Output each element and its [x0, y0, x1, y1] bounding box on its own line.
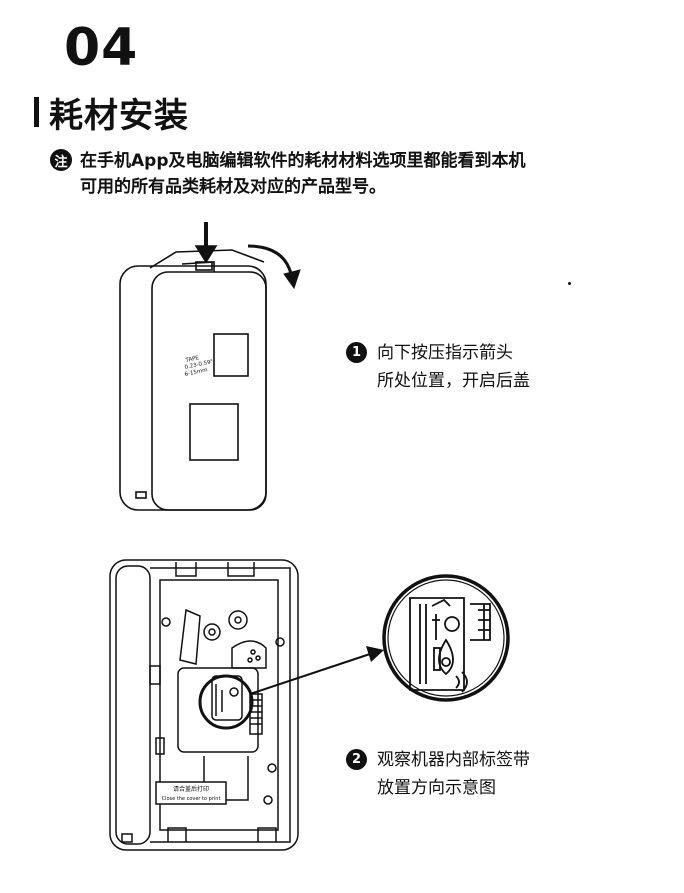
device-closed-illustration: [119, 222, 301, 511]
note-line-2: 可用的所有品类耗材及对应的产品型号。: [80, 177, 386, 197]
inner-label-en: Close the cover to print: [162, 796, 221, 802]
step-2-badge: 2: [346, 749, 367, 770]
stray-dot: [568, 282, 571, 285]
note-text: 在手机App及电脑编辑软件的耗材材料选项里都能看到本机 可用的所有品类耗材及对应…: [80, 148, 526, 200]
step-1-line-2: 所处位置，开启后盖: [377, 371, 530, 391]
device-label-tape: TAPE: [184, 355, 200, 364]
note-badge: 注: [50, 149, 72, 171]
step-2-text: 观察机器内部标签带 放置方向示意图: [377, 746, 530, 802]
step-1-text: 向下按压指示箭头 所处位置，开启后盖: [377, 339, 530, 395]
step-1-line-1: 向下按压指示箭头: [377, 343, 513, 363]
inner-label-cn: 请合盖后打印: [173, 785, 209, 793]
device-label-inch: 0.23-0.59": [184, 359, 214, 371]
device-open-illustration: [109, 559, 299, 851]
step-2-line-2: 放置方向示意图: [377, 778, 496, 798]
title-bar: [34, 97, 39, 127]
note-block: 注 在手机App及电脑编辑软件的耗材材料选项里都能看到本机 可用的所有品类耗材及…: [50, 148, 526, 200]
section-number: 04: [64, 18, 139, 78]
device-label: TAPE 0.23-0.59" 6-15mm: [184, 355, 214, 378]
step-1-badge: 1: [346, 342, 367, 363]
zoom-pointer-arrow: [249, 646, 384, 695]
step-1: 1 向下按压指示箭头 所处位置，开启后盖: [346, 339, 530, 395]
inner-label: 请合盖后打印 Close the cover to print: [162, 785, 221, 802]
step-2: 2 观察机器内部标签带 放置方向示意图: [346, 746, 530, 802]
step-2-line-1: 观察机器内部标签带: [377, 750, 530, 770]
section-title: 耗材安装: [49, 95, 189, 136]
section-title-row: 耗材安装: [34, 90, 189, 136]
device-label-mm: 6-15mm: [184, 367, 208, 378]
note-line-1: 在手机App及电脑编辑软件的耗材材料选项里都能看到本机: [80, 151, 526, 171]
zoom-detail-illustration: [382, 574, 510, 702]
